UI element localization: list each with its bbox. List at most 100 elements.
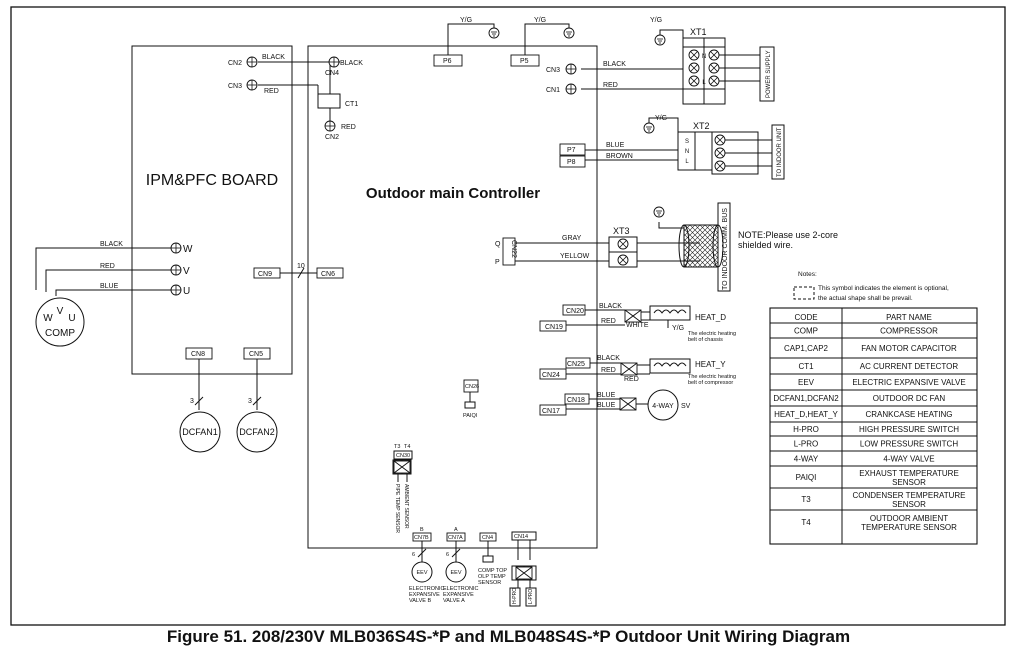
table-cell-code: COMP [794,327,818,336]
heat-y-note2: belt of compressor [688,380,733,386]
valve-a-tag: A [454,527,458,533]
eev-a-desc2: EXPANSIVE [443,592,474,598]
table-cell-name: FAN MOTOR CAPACITOR [861,344,957,353]
cn18-label: CN18 [567,397,585,404]
heat-d-label: HEAT_D [695,313,726,322]
eev-b-wires: 6 [412,552,415,558]
p5-label: P5 [520,58,529,65]
xt1-label: XT1 [690,27,707,37]
cn22-label: CN22 [510,240,517,258]
table-cell-name: CONDENSER TEMPERATURE [852,491,965,500]
table-cell-name: EXHAUST TEMPERATURE [859,469,959,478]
black-wire-w: BLACK [100,241,123,248]
comp-top-desc1: COMP TOP [478,568,507,574]
table-cell-name: CRANKCASE HEATING [866,410,953,419]
main-cn2-label: CN2 [325,134,339,141]
xt1-l: L [702,80,706,86]
t3-label: T3 [394,444,400,450]
cn7b-label: CN7B [414,535,429,541]
main-cn2-red: RED [341,124,356,131]
ipm-board-title: IPM&PFC BOARD [146,172,278,189]
cn6-label: CN6 [321,271,335,278]
table-cell-name: LOW PRESSURE SWITCH [860,440,958,449]
xt2-n: N [685,149,689,155]
ipm-cn3-label: CN3 [228,83,242,90]
to-indoor-unit-label: TO INDOOR UNIT [777,127,783,177]
ipm-board [131,45,293,375]
fan2-wires: 3 [248,398,252,405]
to-comm-bus-label: TO INDOOR COMM. BUS [722,208,729,290]
ipm-cn3-red: RED [264,88,279,95]
table-cell-code: H-PRO [793,425,819,434]
terminal-w-label: W [183,244,193,255]
valve-blue1: BLUE [597,392,616,399]
comp-top-desc3: SENSOR [478,580,501,586]
four-way-label: 4-WAY [652,403,674,410]
table-header-name: PART NAME [886,313,932,322]
comp-top-desc2: OLP TEMP [478,574,506,580]
p7-label: P7 [567,147,576,154]
pipe-temp-sensor-label: PIPE TEMP SENSOR [394,484,400,533]
comp-u: U [68,313,75,324]
heat-y-red2: RED [624,376,639,383]
wire-count-10: 10 [297,263,305,270]
heat-d-black: BLACK [599,303,622,310]
table-cell-name: HIGH PRESSURE SWITCH [859,425,959,434]
table-cell-name: OUTDOOR AMBIENT [870,514,948,523]
terminal-v-label: V [183,266,190,277]
dcfan1-label: DCFAN1 [182,427,218,437]
xt1-black: BLACK [603,61,626,68]
eev-b-desc2: EXPANSIVE [409,592,440,598]
cn30-label: CN30 [396,453,410,459]
cn14-label: CN14 [514,534,528,540]
main-controller-board [307,45,598,549]
xt2-blue: BLUE [606,142,625,149]
table-cell-code: CAP1,CAP2 [784,344,829,353]
heat-d-red: RED [601,318,616,325]
cn4-sensor-label: CN4 [482,535,493,541]
yg-p5: Y/G [534,17,546,24]
table-cell-name: SENSOR [892,478,926,487]
cn1-right-label: CN1 [546,87,560,94]
fan1-wires: 3 [190,398,194,405]
ct1-label: CT1 [345,101,358,108]
table-cell-code: T3 [801,495,811,504]
ambient-sensor-label: AMBIENT SENSOR [403,484,409,529]
blue-wire-u: BLUE [100,283,119,290]
table-cell-code: L-PRO [794,440,818,449]
cn8-label: CN8 [191,351,205,358]
figure-caption: Figure 51. 208/230V MLB036S4S-*P and MLB… [166,627,851,646]
red-wire-v: RED [100,263,115,270]
comp-w: W [43,313,53,324]
table-cell-name: SENSOR [892,500,926,509]
table-cell-name: AC CURRENT DETECTOR [860,362,959,371]
heat-d-white: WHITE [626,322,649,329]
p6-label: P6 [443,58,452,65]
heat-d-note1: The electric heating [688,331,736,337]
yg-p6: Y/G [460,17,472,24]
comp-v: V [57,306,64,317]
xt2-label: XT2 [693,121,710,131]
table-cell-name: ELECTRIC EXPANSIVE VALVE [852,378,965,387]
h-pro-label: H-PRO [512,588,518,604]
optional-note-line2: the actual shape shall be prevail. [818,295,913,302]
eev-a-desc1: ELECTRONIC [443,586,478,592]
dcfan2-label: DCFAN2 [239,427,275,437]
heat-y-black: BLACK [597,355,620,362]
xt3-gray: GRAY [562,235,582,242]
main-cn4-label: CN4 [325,70,339,77]
main-cn4-black: BLACK [340,60,363,67]
table-cell-name: TEMPERATURE SENSOR [861,523,957,532]
heat-y-label: HEAT_Y [695,360,726,369]
cn5-label: CN5 [249,351,263,358]
valve-blue2: BLUE [597,402,616,409]
power-supply-label: POWER SUPPLY [766,50,772,98]
xt2-l: L [685,159,689,165]
table-cell-code: HEAT_D,HEAT_Y [774,410,838,419]
eev-a-wires: 6 [446,552,449,558]
table-cell-name: 4-WAY VALVE [883,455,934,464]
table-header-code: CODE [794,313,817,322]
optional-note-line1: This symbol indicates the element is opt… [818,285,949,292]
